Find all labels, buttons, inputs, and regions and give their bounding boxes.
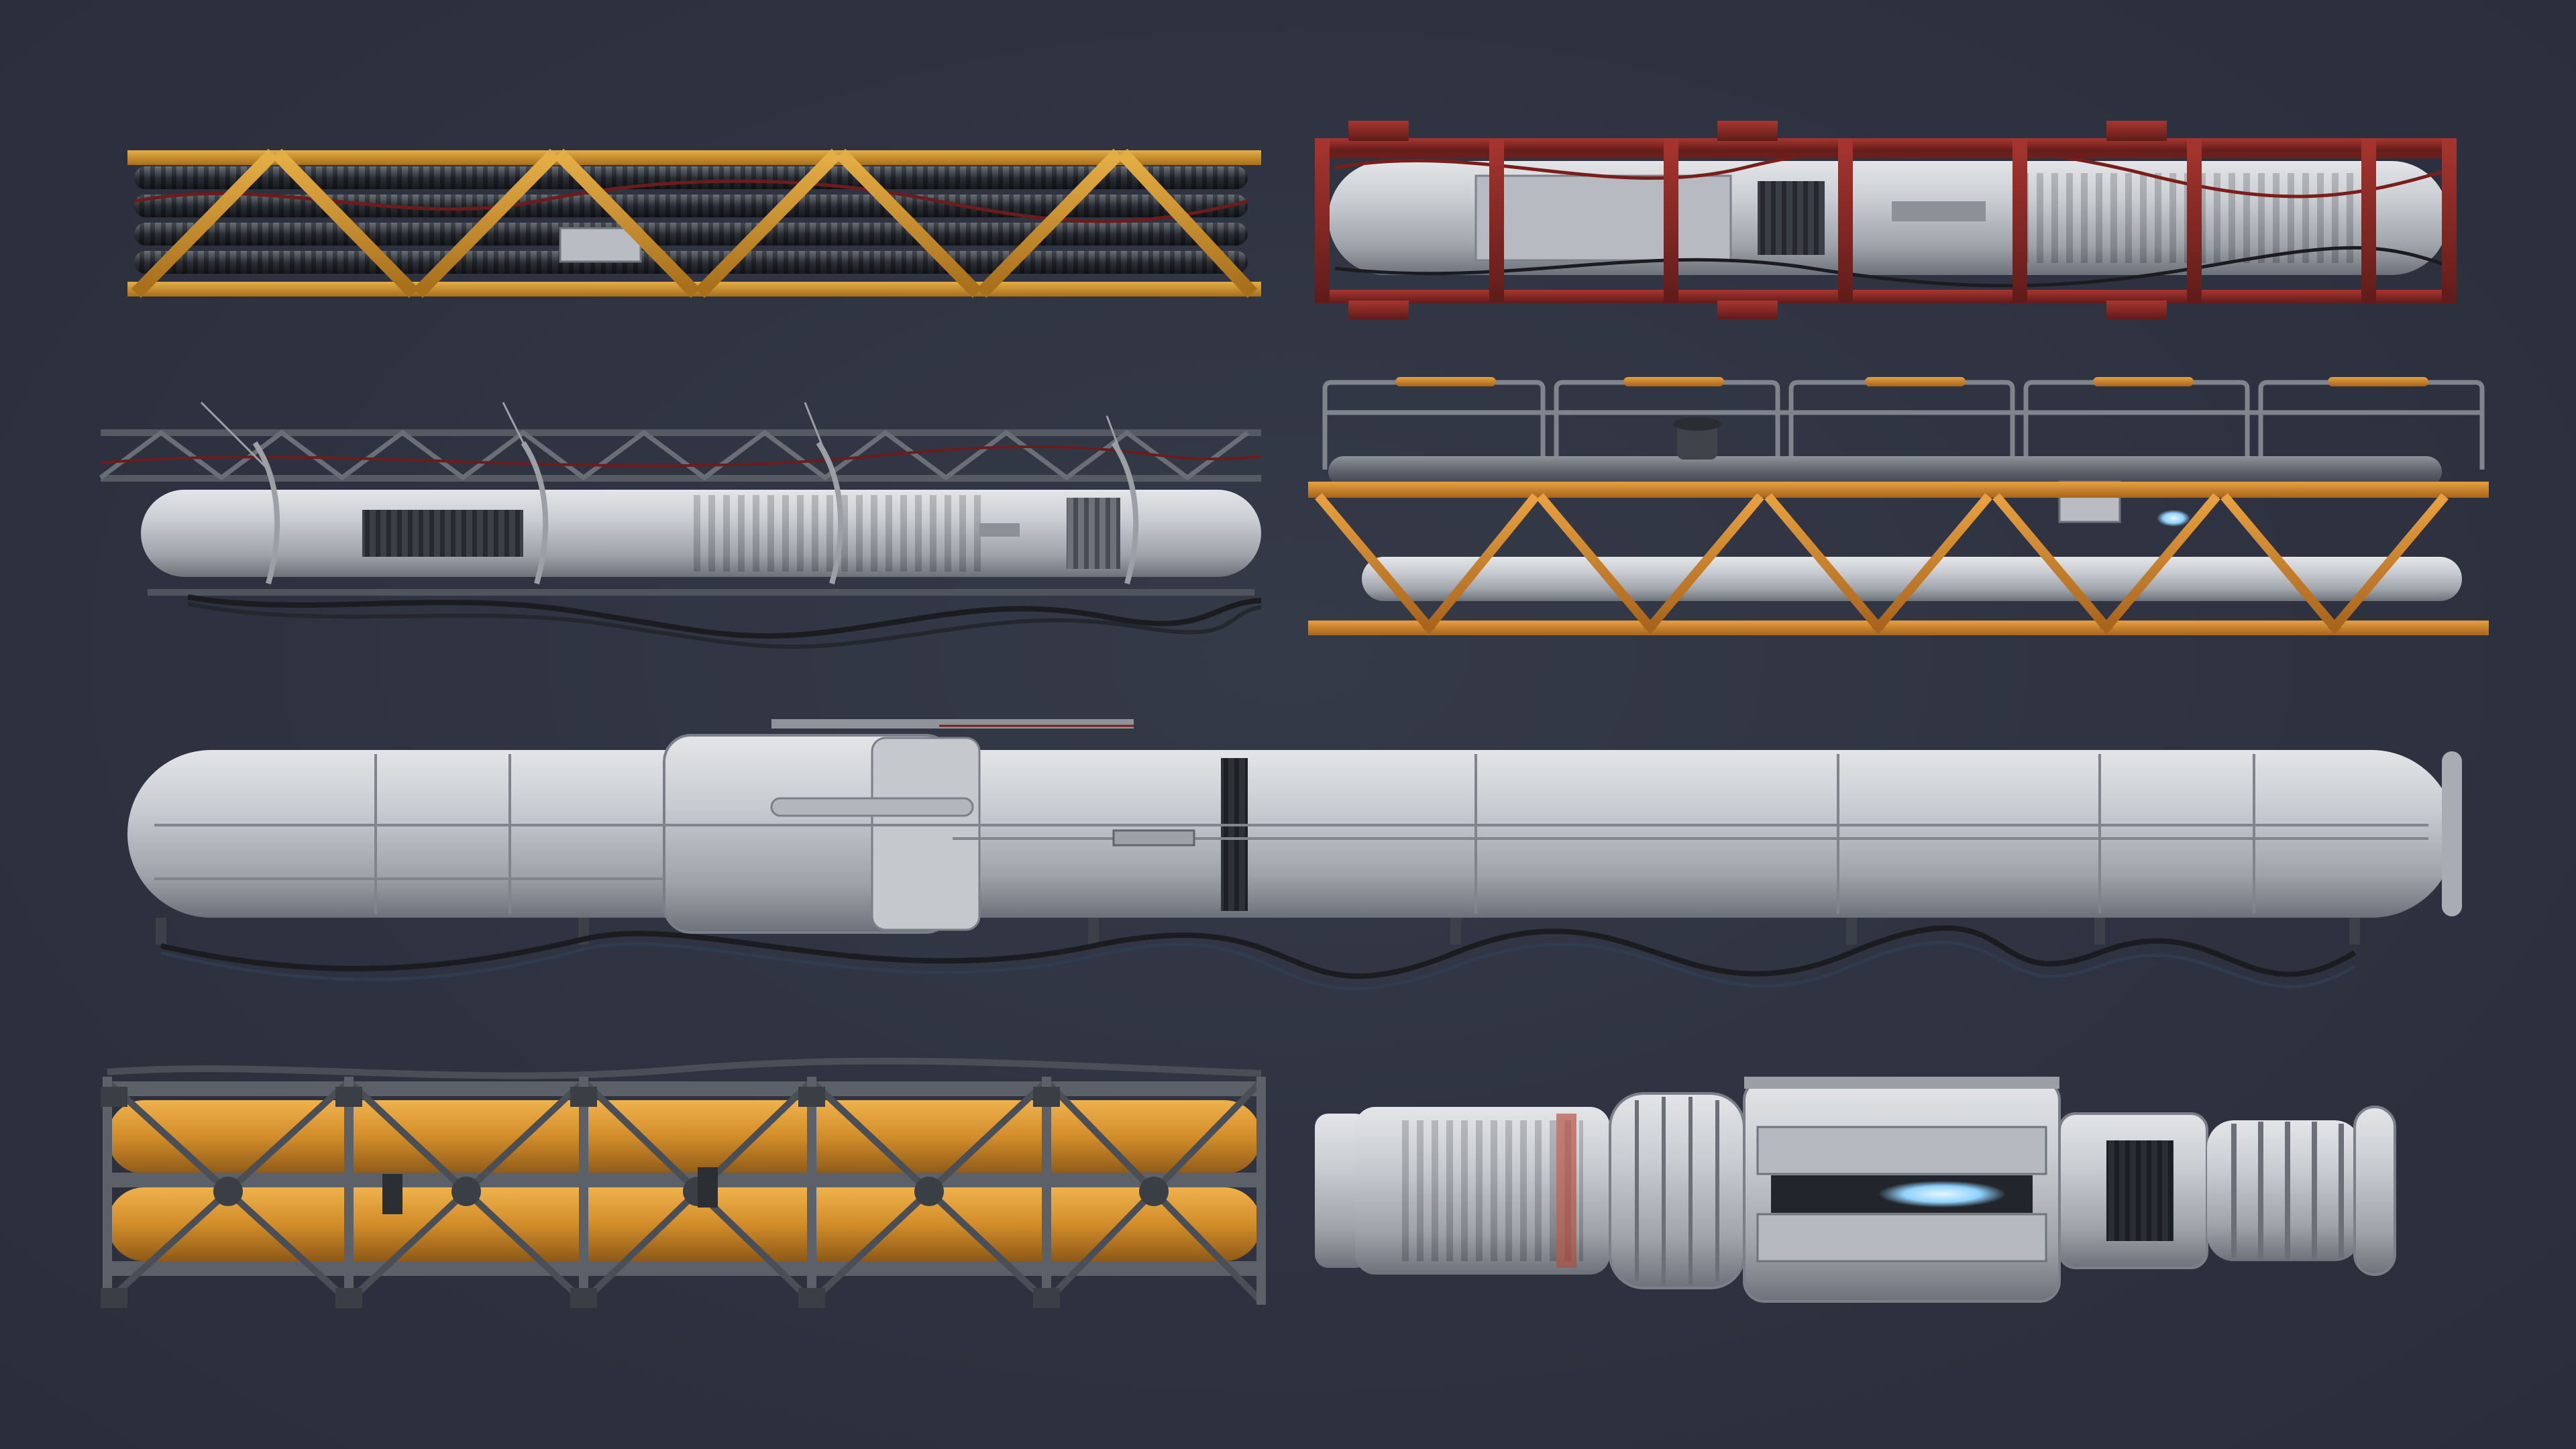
module-caged-orange-pipes	[101, 1057, 1266, 1308]
cage-hubs	[101, 1087, 1169, 1308]
module-large-white-pipe	[127, 719, 2462, 991]
bridge-truss-members	[1310, 492, 2453, 639]
module-red-frame-pipe	[1315, 121, 2457, 319]
module-cylinder-reactor	[1315, 1077, 2396, 1303]
module-orange-walkway-bridge	[1308, 377, 2489, 639]
module-grey-pipe-top-truss	[99, 401, 1262, 649]
pipe-supports	[156, 918, 2360, 945]
red-frame-posts	[1315, 121, 2457, 319]
yellow-truss-members	[127, 148, 1261, 299]
pipe-panel-seams	[154, 754, 2428, 914]
cage-rings	[103, 1077, 1266, 1305]
module-yellow-truss-cable-bundle	[127, 148, 1261, 299]
